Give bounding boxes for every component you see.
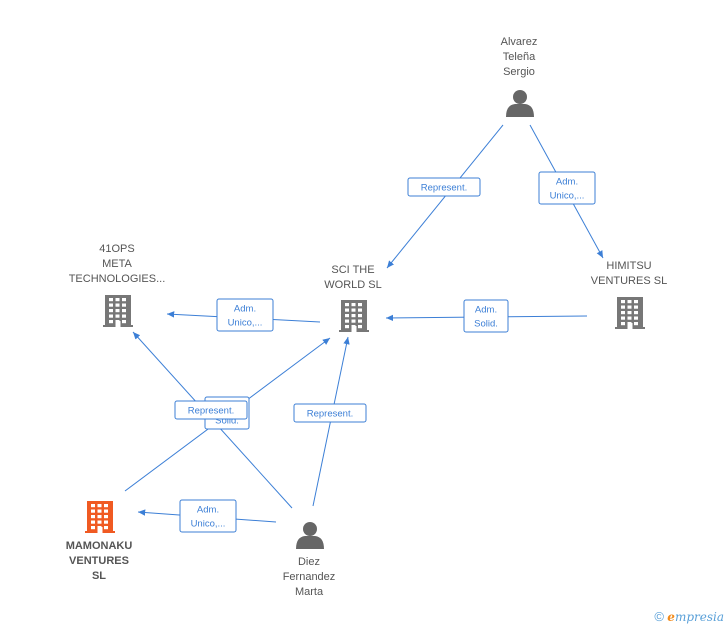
node-label: SCI THE [331, 264, 374, 276]
node-sci[interactable]: SCI THE WORLD SL [324, 264, 382, 332]
edges-layer: Represent. Adm. Unico,... Adm. Solid. Adm. Uni… [124, 124, 604, 533]
edge-label-box [293, 403, 367, 423]
node-label: VENTURES [69, 555, 129, 567]
edge-label-text: Adm. [234, 304, 256, 315]
edge-label-alvarez-sci[interactable]: Represent. [407, 177, 481, 197]
node-label: Alvarez [501, 36, 538, 48]
edge-label-alvarez-himitsu[interactable]: Adm. Unico,... [538, 171, 596, 205]
edge-label-box [463, 299, 509, 333]
edge-label-text: Unico,... [550, 191, 585, 202]
brand-e: e [667, 610, 675, 624]
person-icon [296, 522, 324, 549]
edge-label-text: Solid. [215, 416, 239, 427]
copyright-symbol: © [654, 609, 664, 624]
edge-label-text: Unico,... [191, 519, 226, 530]
edge-label-diez-mamonaku[interactable]: Adm. Unico,... [179, 499, 237, 533]
edge-label-box [179, 499, 237, 533]
node-41ops[interactable]: 41OPS META TECHNOLOGIES... [69, 243, 166, 327]
building-icon [615, 297, 645, 329]
building-icon [85, 501, 115, 533]
node-label: Sergio [503, 66, 535, 78]
brand-logo: © empresia [654, 609, 724, 624]
edge-label-text: Adm. [556, 177, 578, 188]
node-label: Marta [295, 586, 324, 598]
edge-label-text: Represent. [188, 406, 234, 417]
building-icon [339, 300, 369, 332]
edge-label-text: Adm. [475, 305, 497, 316]
node-himitsu[interactable]: HIMITSU VENTURES SL [591, 260, 667, 329]
edge-label-box [174, 400, 248, 420]
edge-label-box [407, 177, 481, 197]
edge-label-diez-sci[interactable]: Represent. [293, 403, 367, 423]
person-icon [506, 90, 534, 117]
node-mamonaku[interactable]: MAMONAKU VENTURES SL [66, 501, 133, 582]
node-label: Diez [298, 556, 320, 568]
node-label: META [102, 258, 132, 270]
edge-label-text: Adm. [197, 505, 219, 516]
node-label: SL [92, 570, 106, 582]
edge-label-sci-41ops[interactable]: Adm. Unico,... [216, 298, 274, 332]
edge-label-text: Solid. [474, 319, 498, 330]
node-label: MAMONAKU [66, 540, 133, 552]
node-label: TECHNOLOGIES... [69, 273, 166, 285]
node-label: 41OPS [99, 243, 134, 255]
edge-label-box [216, 298, 274, 332]
edge-label-mamonaku-sci[interactable]: Represent. [174, 400, 248, 420]
edge-label-text: Represent. [421, 183, 467, 194]
edge-label-himitsu-sci[interactable]: Adm. Solid. [463, 299, 509, 333]
node-label: HIMITSU [606, 260, 651, 272]
building-icon [103, 295, 133, 327]
node-label: VENTURES SL [591, 275, 667, 287]
edge-label-text: Represent. [307, 409, 353, 420]
node-label: Fernandez [283, 571, 336, 583]
edge-label-box [538, 171, 596, 205]
brand-name: mpresia [674, 610, 724, 624]
node-label: WORLD SL [324, 279, 381, 291]
edge-label-text: Unico,... [228, 318, 263, 329]
node-label: Teleña [503, 51, 536, 63]
